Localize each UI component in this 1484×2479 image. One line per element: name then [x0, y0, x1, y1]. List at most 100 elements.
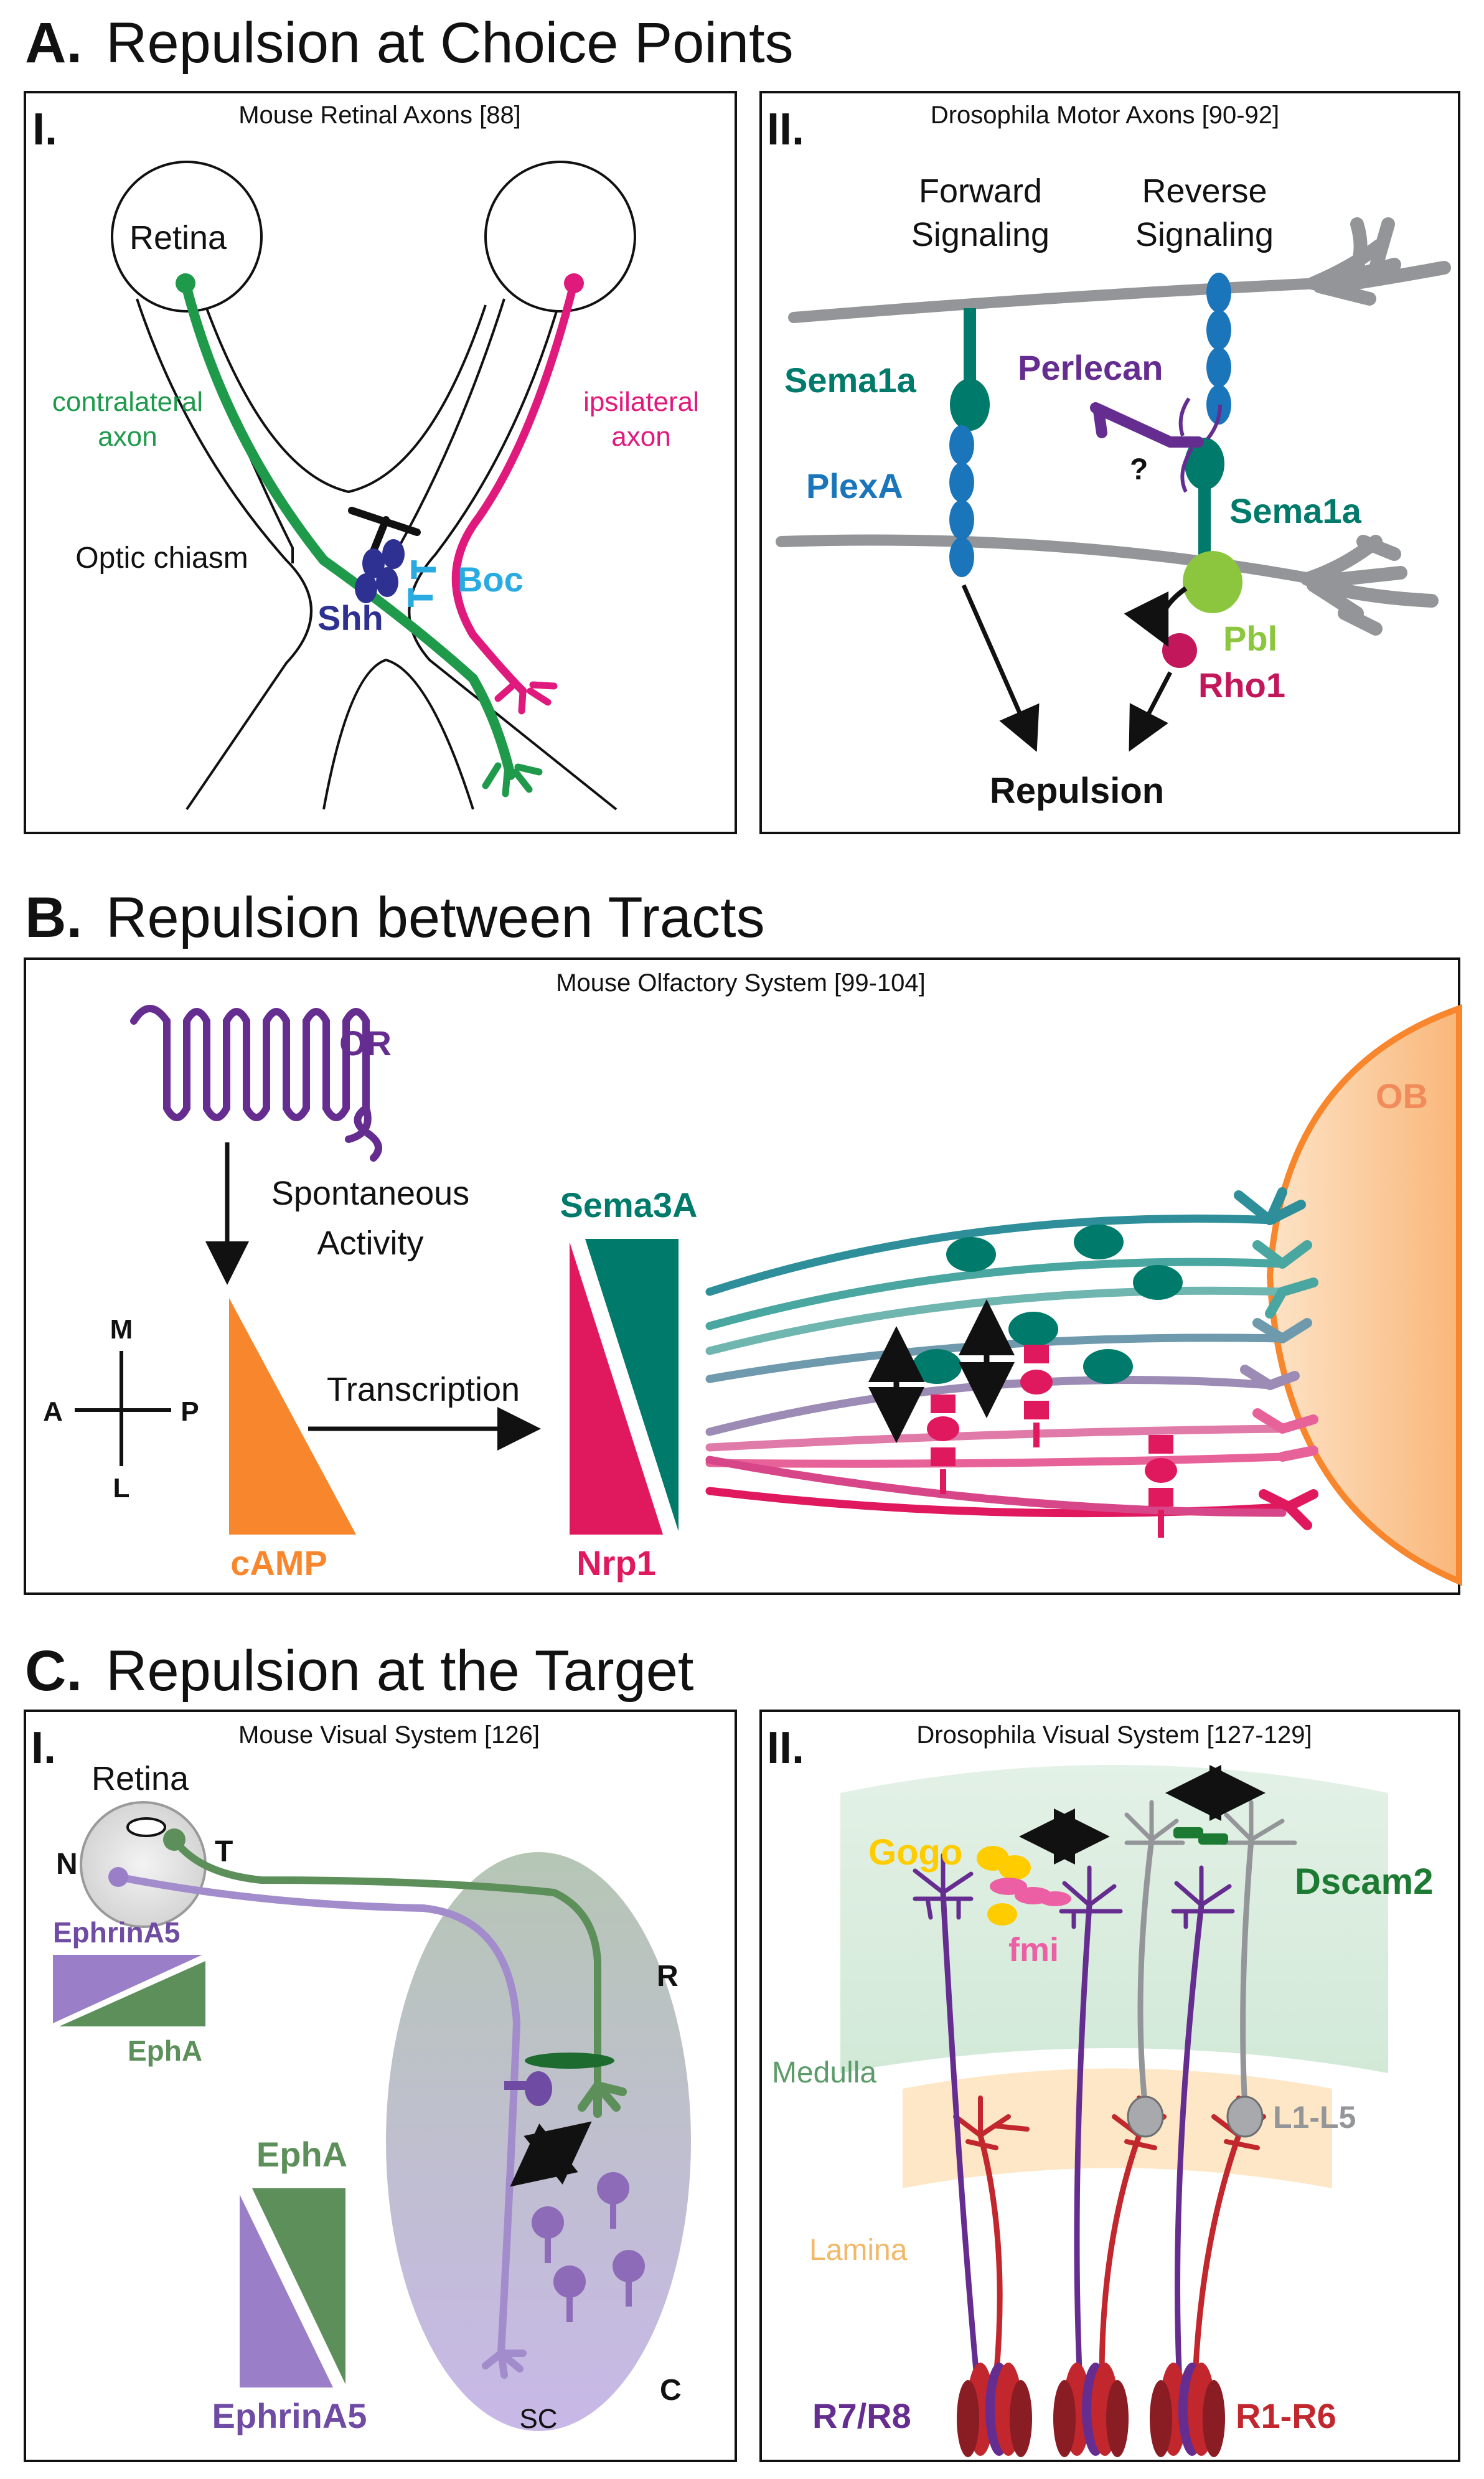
compass-a: A [43, 1396, 63, 1427]
sema1a-reverse-head [1185, 438, 1224, 490]
spontaneous-label: Spontaneous [271, 1175, 469, 1212]
or-label: OR [339, 1023, 392, 1063]
ephrina5-top-label: EphrinA5 [53, 1916, 180, 1949]
motor-growth-cone-top [1307, 217, 1451, 306]
lamina-layer [903, 2068, 1332, 2188]
section-c-letter: C. [25, 1639, 82, 1703]
rho1-label: Rho1 [1198, 666, 1285, 705]
optic-chiasm-upper-gap [204, 304, 487, 494]
panel-a1: I. Mouse Retinal Axons [88] Retina contr… [24, 91, 737, 834]
boc-receptors [408, 560, 436, 607]
sema1a-left-label: Sema1a [784, 360, 917, 400]
perlecan-label: Perlecan [1018, 348, 1163, 387]
activity-label: Activity [317, 1225, 423, 1262]
nrp1-label: Nrp1 [576, 1543, 656, 1583]
l1l5-label: L1-L5 [1273, 2100, 1356, 2135]
contralateral-growth-cone [482, 762, 543, 797]
ob-label: OB [1376, 1076, 1428, 1116]
r1r6-axons [977, 2132, 1242, 2381]
retina-label-c: Retina [92, 1760, 189, 1797]
panel-a2-numeral: II. [767, 105, 804, 154]
compass [75, 1351, 171, 1466]
gogo-molecules [977, 1846, 1031, 1926]
temporal-soma [163, 1828, 186, 1851]
panel-a2-title: Drosophila Motor Axons [90-92] [931, 101, 1279, 129]
r1r6-label: R1-R6 [1236, 2396, 1336, 2435]
fmi-label: fmi [1008, 1931, 1059, 1969]
temporal-growth-cone [578, 2081, 627, 2118]
epha-small-gradient [59, 1961, 205, 2026]
sema3a-label: Sema3A [560, 1185, 697, 1225]
compass-p: P [181, 1396, 199, 1427]
plexa-receptor [949, 425, 974, 577]
l-soma-2 [1226, 2096, 1264, 2138]
contralateral-label-1: contralateral [52, 387, 203, 417]
forward-repulsion-arrow [961, 584, 1040, 752]
t-label: T [215, 1835, 233, 1868]
panel-a2: II. Drosophila Motor Axons [90-92] Forwa… [759, 91, 1460, 834]
reverse-label-1: Reverse [1142, 172, 1267, 210]
retina-label: Retina [129, 219, 227, 256]
repulsion-arrow-c1 [510, 2121, 592, 2187]
plexa-label: PlexA [806, 466, 903, 506]
sema1a-right-label: Sema1a [1229, 491, 1362, 530]
epha-band [525, 2053, 614, 2069]
dscam2-label: Dscam2 [1295, 1861, 1433, 1902]
temporal-axon [171, 1836, 601, 2092]
nasal-growth-cone [482, 2350, 527, 2379]
panel-c1-numeral: I. [31, 1723, 56, 1773]
reverse-repulsion-arrow [1129, 671, 1173, 752]
camp-label: cAMP [230, 1543, 327, 1583]
sc-label: SC [519, 2404, 557, 2434]
question-label: ? [1130, 453, 1148, 486]
inhibition-bar [348, 507, 421, 555]
pbl-rho1-arrow [1124, 586, 1188, 647]
sema1a-forward-head [950, 379, 990, 431]
perlecan-tendrils [1178, 397, 1222, 493]
ephrina5-small-gradient [53, 1955, 202, 2023]
r7r8-axons [940, 1889, 1205, 2387]
nrp1-receptors [927, 1345, 1177, 1538]
epha-big-gradient [252, 2188, 345, 2384]
ephrin-receptor-blob [525, 2071, 552, 2106]
reverse-label-2: Signaling [1135, 216, 1274, 253]
sema1a-forward-stalk [964, 308, 976, 383]
camp-gradient [229, 1298, 356, 1535]
l-neurons [1137, 1837, 1254, 2110]
section-c-title: Repulsion at the Target [106, 1639, 693, 1703]
plexa-reverse [1206, 273, 1231, 425]
medulla-label: Medulla [772, 2056, 876, 2089]
section-b-letter: B. [25, 886, 82, 949]
l-soma-1 [1127, 2096, 1164, 2138]
epha-top-label: EphA [128, 2034, 202, 2067]
fmi-molecules [990, 1878, 1071, 1906]
lamina-label: Lamina [809, 2234, 908, 2267]
n-label: N [56, 1848, 78, 1881]
left-retina-eye [111, 161, 263, 313]
motor-axon-bottom [776, 534, 1319, 585]
ipsilateral-label-1: ipsilateral [583, 387, 699, 417]
panel-c2-title: Drosophila Visual System [127-129] [916, 1721, 1312, 1749]
panel-c1-title: Mouse Visual System [126] [238, 1721, 540, 1749]
ephrina5-bottom-label: EphrinA5 [212, 2396, 367, 2435]
ommatidium-3 [1150, 2363, 1225, 2457]
shh-label: Shh [317, 598, 383, 637]
compass-m: M [110, 1314, 133, 1345]
r7r8-terminals [913, 1853, 1235, 1929]
c-label: C [660, 2374, 682, 2407]
olfactory-growth-cones [1234, 1187, 1318, 1530]
optic-chiasm-left-arm [136, 298, 312, 811]
boc-label: Boc [458, 560, 524, 599]
ipsilateral-axon [451, 279, 578, 695]
ipsilateral-soma [564, 273, 584, 293]
ephrina5-big-gradient [240, 2194, 333, 2387]
pbl-molecule [1183, 551, 1242, 613]
forward-label-2: Signaling [911, 216, 1050, 253]
section-b-title: Repulsion between Tracts [106, 886, 765, 949]
nrp1-gradient [570, 1242, 663, 1535]
panel-b: Mouse Olfactory System [99-104] OB OR Sp… [24, 957, 1462, 1595]
section-a-title: Repulsion at Choice Points [106, 11, 794, 75]
epha-bottom-label: EphA [256, 2135, 347, 2174]
sema3a-ligands [912, 1225, 1183, 1384]
